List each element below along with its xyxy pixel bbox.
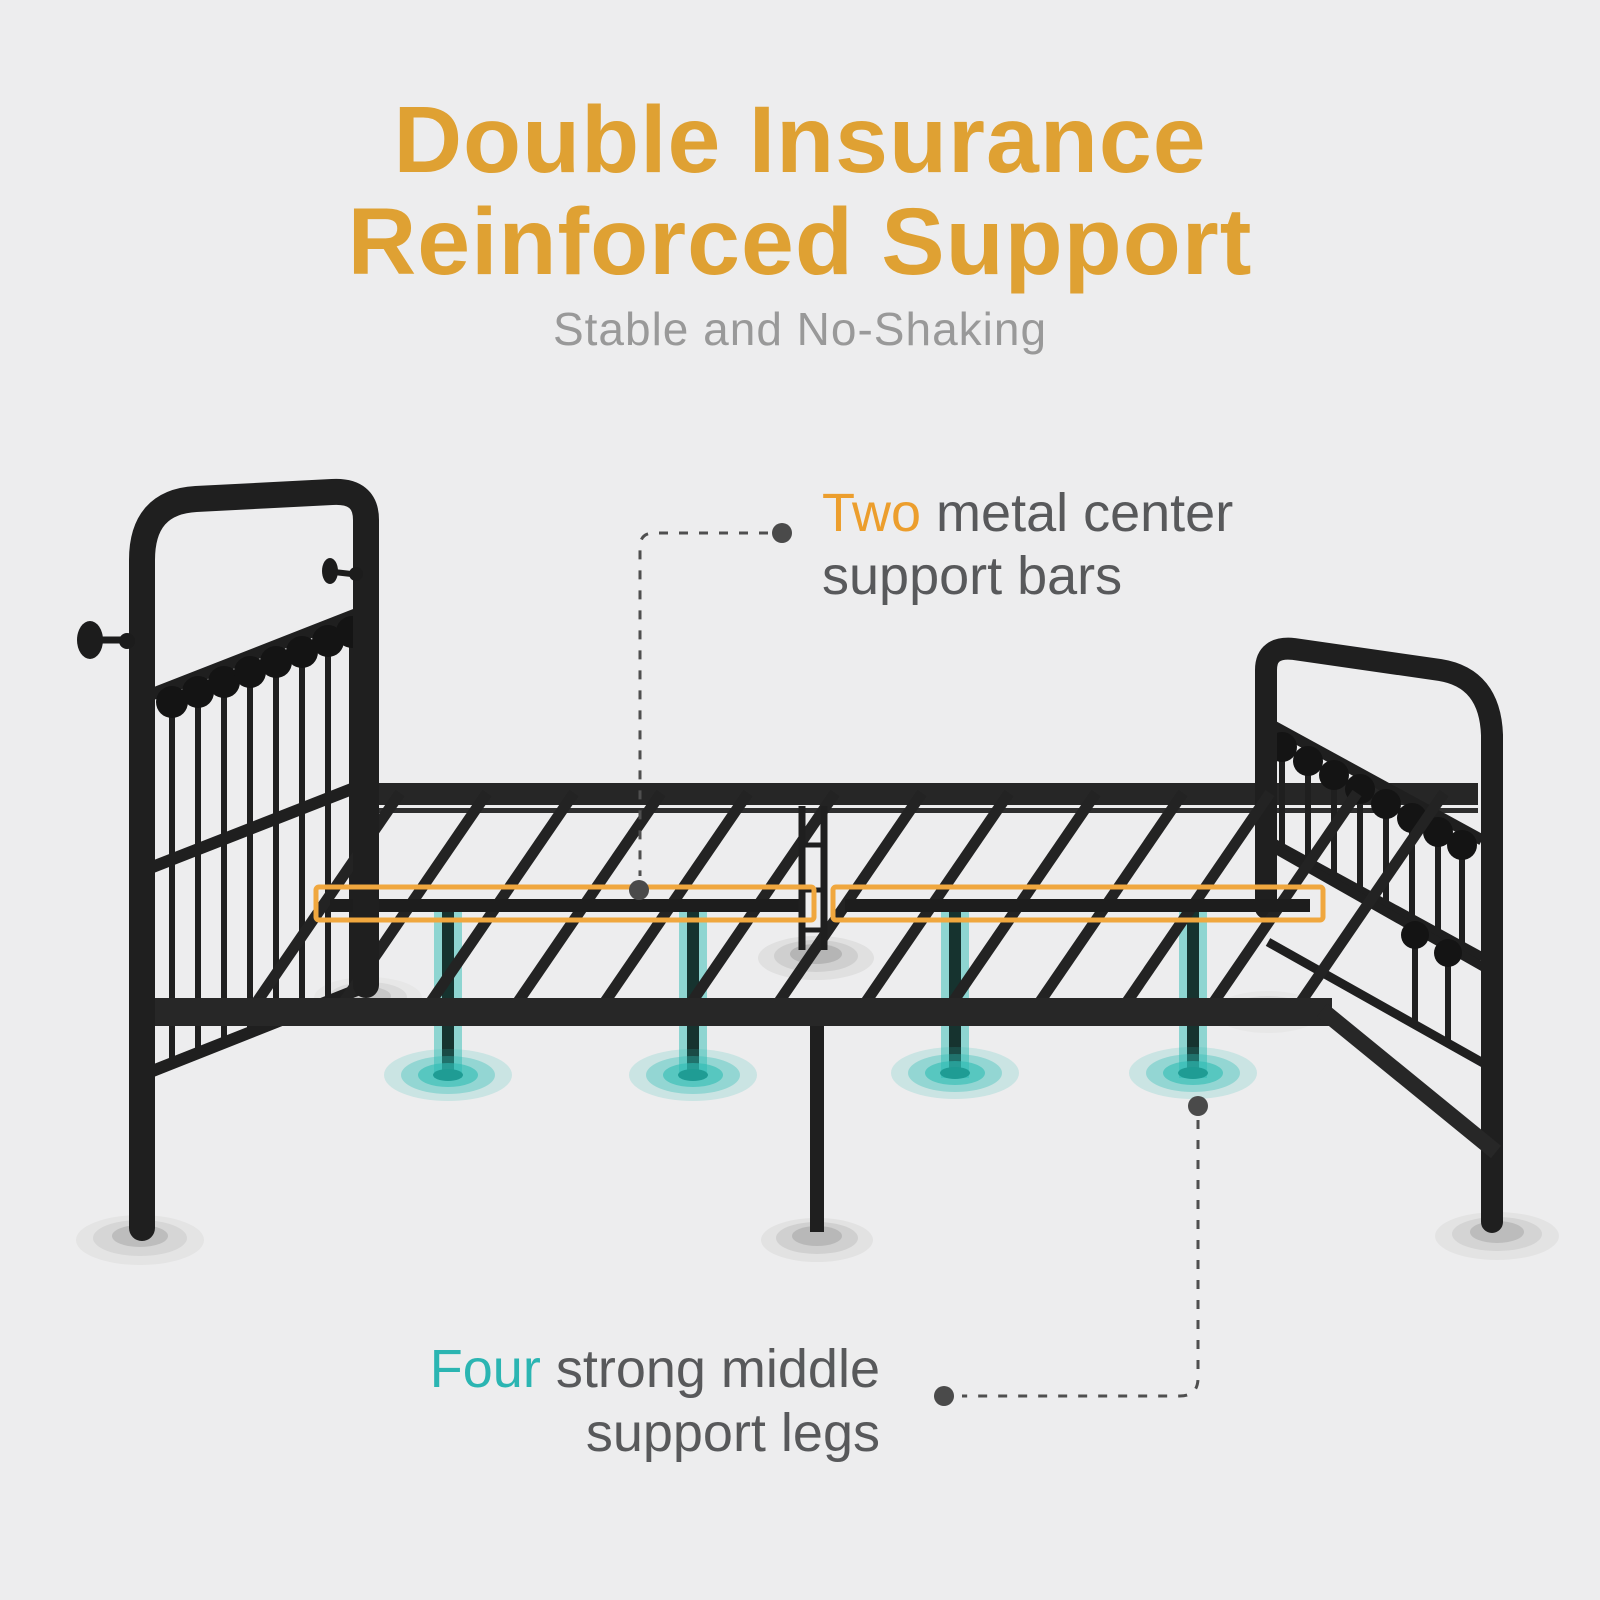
support-bar-highlight-boxes bbox=[313, 884, 1326, 923]
annotation-bars-line1: Two metal center bbox=[822, 483, 1234, 543]
center-support-bars bbox=[330, 899, 1310, 912]
leg-glow-4 bbox=[1129, 1047, 1257, 1099]
highlight-box-left-bar bbox=[313, 884, 817, 923]
leg-glow-1 bbox=[384, 1049, 512, 1101]
leg-glow-3 bbox=[891, 1047, 1019, 1099]
leader-dot bbox=[1188, 1096, 1208, 1116]
annotation-bars-count: Two bbox=[822, 483, 922, 543]
leader-dot bbox=[934, 1386, 954, 1406]
leg-glow-2 bbox=[629, 1049, 757, 1101]
headboard-knob-left bbox=[77, 621, 135, 659]
footboard-outer-tube bbox=[1255, 637, 1503, 1233]
headboard-finial-balls bbox=[156, 616, 368, 718]
annotation-legs-line2: support legs bbox=[585, 1403, 880, 1463]
annotation-bars-line2: support bars bbox=[822, 546, 1123, 606]
headboard-knob-right bbox=[322, 558, 363, 584]
highlight-box-right-bar bbox=[830, 884, 1326, 923]
page-title-line2: Reinforced Support bbox=[347, 189, 1253, 295]
footboard-finial-balls bbox=[1267, 732, 1477, 860]
leader-dot bbox=[629, 880, 649, 900]
footboard bbox=[1255, 637, 1503, 1233]
page-title-line1: Double Insurance bbox=[393, 87, 1207, 193]
floor-shadow-center-front-leg bbox=[761, 1218, 873, 1262]
support-leg-glows bbox=[384, 1047, 1257, 1101]
leader-line-bars bbox=[629, 523, 792, 900]
annotation-middle-support-legs: Four strong middle support legs bbox=[430, 1337, 880, 1465]
leader-dot bbox=[772, 523, 792, 543]
page-subtitle: Stable and No-Shaking bbox=[552, 303, 1048, 355]
center-rear-leg bbox=[798, 806, 828, 950]
front-side-rail bbox=[132, 998, 1502, 1232]
annotation-legs-line1: Four strong middle bbox=[429, 1339, 880, 1399]
annotation-center-support-bars: Two metal center support bars bbox=[822, 482, 1233, 608]
headboard-frame bbox=[77, 478, 379, 1241]
center-front-leg bbox=[810, 1026, 824, 1232]
annotation-legs-count: Four bbox=[429, 1339, 541, 1399]
leader-line-legs bbox=[934, 1096, 1208, 1406]
